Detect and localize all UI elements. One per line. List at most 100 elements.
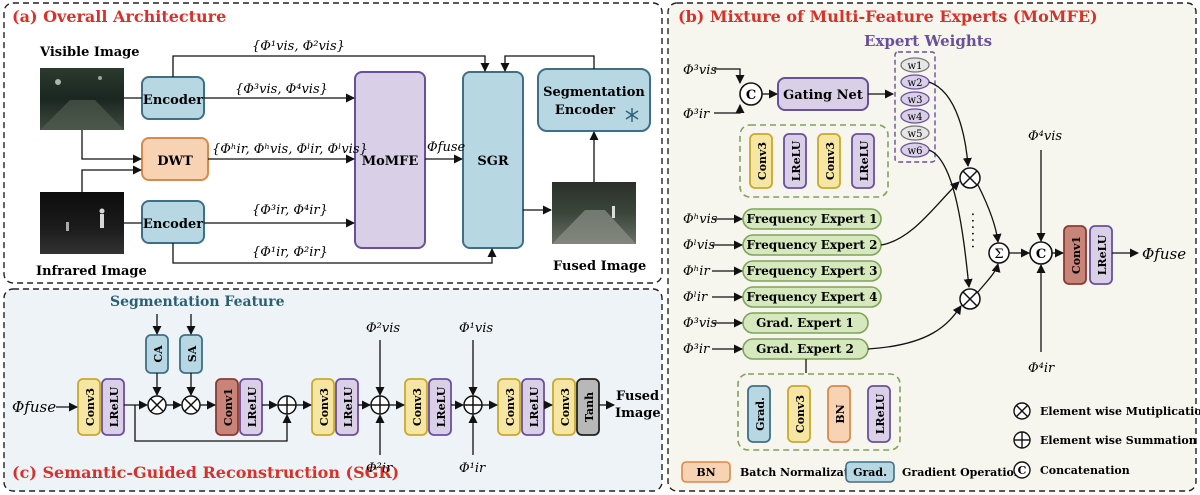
gate-input-vis3: Φ³vis xyxy=(683,63,717,78)
sgr-conv3-2 xyxy=(311,378,335,436)
grad-conv3-block xyxy=(787,385,811,443)
expert-lrelu-b-label: LReLU xyxy=(858,140,871,181)
momfe-output-label: Φfuse xyxy=(1142,245,1186,263)
momfe-block xyxy=(354,71,426,249)
visible-image-label: Visible Image xyxy=(39,45,140,60)
vis34-label: {Φ³vis, Φ⁴vis} xyxy=(235,82,328,97)
sgr-lrelu-1-label: LReLU xyxy=(108,386,121,427)
mult-node-bottom xyxy=(959,288,981,310)
dwt-output-label: {Φʰir, Φʰvis, Φˡir, Φˡvis} xyxy=(212,142,368,157)
expert-input-3vis: Φ³vis xyxy=(683,316,717,331)
encoder-infrared-label: Encoder xyxy=(143,217,203,232)
weight-w1-label: w1 xyxy=(908,61,923,72)
grad-op-label: Grad. xyxy=(754,397,767,431)
phi4ir-label: Φ⁴ir xyxy=(1028,361,1055,376)
frequency-expert-1-label: Frequency Expert 1 xyxy=(747,212,878,226)
sgr-phi2vis-label: Φ²vis xyxy=(366,321,400,336)
sgr-input-label: Φfuse xyxy=(12,398,56,416)
ir12-label: {Φ¹ir, Φ²ir} xyxy=(252,245,328,260)
legend: BN Batch Normalization Grad. Gradient Op… xyxy=(681,402,1200,483)
sgr-label: SGR xyxy=(477,154,508,169)
weight-w5 xyxy=(900,125,930,141)
fused-image-label: Fused Image xyxy=(553,259,646,274)
expert-input-lir: Φˡir xyxy=(683,290,708,305)
concat-node-gate-symbol: C xyxy=(746,88,756,103)
dwt-label: DWT xyxy=(157,154,193,169)
panel-b-connectors xyxy=(712,68,1139,373)
grad-lrelu-label: LReLU xyxy=(874,393,887,434)
segmentation-encoder-label-1: Segmentation xyxy=(543,85,645,100)
grad-op-block xyxy=(747,385,771,443)
vis12-label: {Φ¹vis, Φ²vis} xyxy=(252,39,345,54)
grad-expert-1 xyxy=(742,312,869,334)
legend-bn-box-label: BN xyxy=(696,466,715,479)
sgr-lrelu-4-label: LReLU xyxy=(435,386,448,427)
sgr-conv3-1-label: Conv3 xyxy=(84,388,97,426)
grad-expert-1-label: Grad. Expert 1 xyxy=(756,316,854,330)
sgr-sum-node-3 xyxy=(463,395,483,415)
panel-c-title: (c) Semantic-Guided Reconstruction (SGR) xyxy=(12,463,399,482)
expert-lrelu-b xyxy=(851,133,875,189)
expert-conv3-b-label: Conv3 xyxy=(824,142,837,180)
momfe-conv1-label: Conv1 xyxy=(1070,236,1083,274)
sgr-conv3-4-label: Conv3 xyxy=(504,388,517,426)
gating-net-label: Gating Net xyxy=(783,88,863,103)
sgr-conv3-3 xyxy=(404,378,428,436)
weight-w3-label: w3 xyxy=(908,95,923,106)
sgr-phi1ir-label: Φ¹ir xyxy=(459,461,486,476)
fused-image xyxy=(552,182,636,244)
expert-input-lvis: Φˡvis xyxy=(683,238,715,253)
sgr-lrelu-5-label: LReLU xyxy=(528,386,541,427)
sum-node-symbol: Σ xyxy=(994,247,1003,262)
sgr-lrelu-1 xyxy=(101,378,125,436)
frequency-expert-3-label: Frequency Expert 3 xyxy=(747,264,878,278)
expert-conv3-b xyxy=(817,133,841,189)
sgr-conv3-5-label: Conv3 xyxy=(559,388,572,426)
segmentation-encoder-label-2: Encoder xyxy=(555,103,615,118)
sgr-conv3-2-label: Conv3 xyxy=(318,388,331,426)
grad-expert-2-label: Grad. Expert 2 xyxy=(756,342,854,356)
phi-fuse-label-a: Φfuse xyxy=(427,140,466,155)
sgr-sum-node-1 xyxy=(277,395,297,415)
weights-group xyxy=(894,51,936,163)
sa-label: SA xyxy=(186,345,199,362)
phi4vis-label: Φ⁴vis xyxy=(1028,129,1062,144)
legend-concat-symbol: C xyxy=(1018,464,1027,477)
weight-w1 xyxy=(900,57,930,73)
sgr-sum-node-2 xyxy=(370,395,390,415)
sgr-lrelu-2-label: LReLU xyxy=(246,386,259,427)
expert-input-labels: Φʰvis Φˡvis Φʰir Φˡir Φ³vis Φ³ir xyxy=(683,212,718,357)
sgr-conv3-5 xyxy=(552,378,576,436)
sgr-conv3-3-label: Conv3 xyxy=(411,388,424,426)
legend-bn-text: Batch Normalization xyxy=(740,466,868,479)
grad-conv3-label: Conv3 xyxy=(794,395,807,433)
snowflake-icon xyxy=(625,108,639,122)
sgr-conv1 xyxy=(215,378,239,436)
sgr-phi2ir-label: Φ²ir xyxy=(366,461,393,476)
sgr-output-label-2: Image xyxy=(615,406,661,421)
encoder-visible-label: Encoder xyxy=(143,93,203,108)
weight-w6-label: w6 xyxy=(908,146,923,157)
expert-conv3-a-label: Conv3 xyxy=(756,142,769,180)
expert-weights-title: Expert Weights xyxy=(864,32,992,50)
legend-sum-icon xyxy=(1013,431,1031,449)
sgr-lrelu-4 xyxy=(428,378,452,436)
legend-sum-text: Element wise Summation xyxy=(1040,434,1197,447)
infrared-image xyxy=(40,192,124,254)
ir34-label: {Φ³ir, Φ⁴ir} xyxy=(252,203,328,218)
expert-lrelu-a-label: LReLU xyxy=(790,140,803,181)
weight-w5-label: w5 xyxy=(908,129,923,140)
panel-a-connectors xyxy=(81,55,599,264)
panel-b-title: (b) Mixture of Multi-Feature Experts (Mo… xyxy=(678,7,1098,26)
sgr-lrelu-3 xyxy=(335,378,359,436)
momfe-conv1-block xyxy=(1063,225,1087,285)
expert-input-hvis: Φʰvis xyxy=(683,212,718,227)
grad-lrelu-block xyxy=(867,385,891,443)
grad-detail-group xyxy=(737,373,901,451)
frequency-expert-4 xyxy=(742,286,882,308)
expert-detail-group xyxy=(739,124,889,198)
seg-feature-label: Segmentation Feature xyxy=(110,294,285,310)
sgr-output-label-1: Fused xyxy=(616,389,659,404)
ellipsis-dots: ...... xyxy=(968,212,984,251)
sgr-tanh-label: Tanh xyxy=(583,392,596,422)
